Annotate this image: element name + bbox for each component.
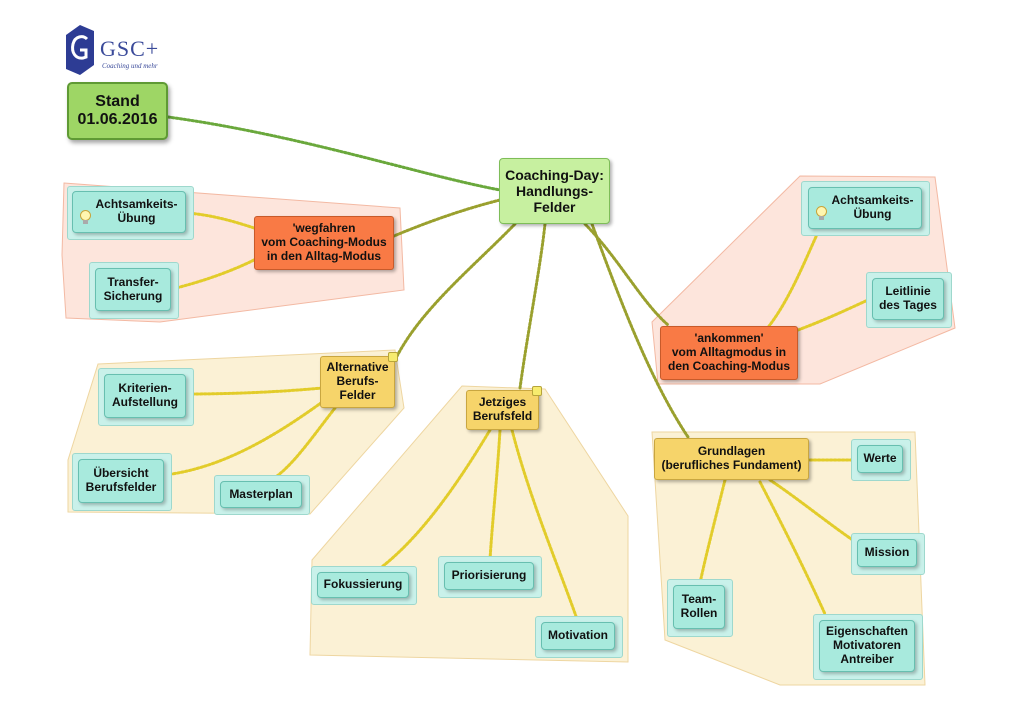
node-werte[interactable]: Werte: [857, 445, 903, 473]
node-achtsamkeit-left-label: Achtsamkeits- Übung: [95, 197, 178, 225]
logo-mark-icon: [66, 25, 94, 75]
note-icon: [532, 386, 542, 396]
edge-jetziges-priorisierung: [488, 428, 502, 562]
edge-grundlagen-team: [698, 478, 727, 585]
node-team[interactable]: Team- Rollen: [673, 585, 725, 629]
node-uebersicht[interactable]: Übersicht Berufsfelder: [78, 459, 164, 503]
lightbulb-icon: [80, 196, 92, 229]
node-alternative[interactable]: Alternative Berufs- Felder: [320, 352, 398, 408]
node-alternative-label: Alternative Berufs- Felder: [326, 360, 389, 402]
node-leitlinie[interactable]: Leitlinie des Tages: [872, 278, 944, 320]
edge-stand-root: [166, 115, 502, 192]
node-achtsamkeit-right-label: Achtsamkeits- Übung: [831, 193, 914, 221]
node-root[interactable]: Coaching-Day: Handlungs- Felder: [499, 158, 610, 224]
edge-root-wegfahren: [392, 198, 502, 238]
node-transfer[interactable]: Transfer- Sicherung: [95, 268, 171, 311]
node-jetziges-label: Jetziges Berufsfeld: [472, 395, 533, 423]
edge-grundlagen-mission: [768, 478, 862, 547]
edge-wegfahren-transfer: [174, 258, 256, 290]
logo: [66, 25, 176, 75]
edge-jetziges-fokussierung: [373, 428, 492, 574]
node-motivation[interactable]: Motivation: [541, 622, 615, 650]
node-eigenschaften[interactable]: Eigenschaften Motivatoren Antreiber: [819, 620, 915, 672]
edge-jetziges-motivation: [510, 428, 580, 624]
note-icon: [388, 352, 398, 362]
node-kriterien[interactable]: Kriterien- Aufstellung: [104, 374, 186, 418]
logo-tagline: Coaching und mehr: [102, 62, 158, 70]
edge-ankommen-achtsamkeit: [764, 226, 822, 332]
node-grundlagen[interactable]: Grundlagen (berufliches Fundament): [654, 438, 809, 480]
lightbulb-icon: [816, 192, 828, 225]
node-stand[interactable]: Stand 01.06.2016: [67, 82, 168, 140]
edge-alternative-masterplan: [266, 406, 337, 484]
edge-alternative-uebersicht: [163, 398, 327, 477]
edge-root-jetziges: [518, 222, 547, 390]
node-achtsamkeit-right[interactable]: Achtsamkeits- Übung: [808, 187, 922, 229]
node-ankommen[interactable]: 'ankommen' vom Alltagmodus in den Coachi…: [660, 326, 798, 380]
edge-wegfahren-achtsamkeit: [186, 211, 256, 230]
edge-root-grundlagen: [590, 222, 690, 439]
node-achtsamkeit-left[interactable]: Achtsamkeits- Übung: [72, 191, 186, 233]
node-wegfahren[interactable]: 'wegfahren vom Coaching-Modus in den All…: [254, 216, 394, 270]
edge-root-alternative: [393, 222, 517, 362]
logo-name: GSC+: [100, 36, 160, 61]
node-masterplan[interactable]: Masterplan: [220, 481, 302, 508]
node-priorisierung[interactable]: Priorisierung: [444, 562, 534, 590]
edge-ankommen-leitlinie: [796, 298, 870, 332]
node-mission[interactable]: Mission: [857, 539, 917, 567]
node-jetziges[interactable]: Jetziges Berufsfeld: [466, 386, 542, 430]
node-fokussierung[interactable]: Fokussierung: [317, 572, 409, 598]
edge-grundlagen-eigenschaften: [758, 480, 827, 616]
edge-alternative-kriterien: [186, 386, 324, 396]
